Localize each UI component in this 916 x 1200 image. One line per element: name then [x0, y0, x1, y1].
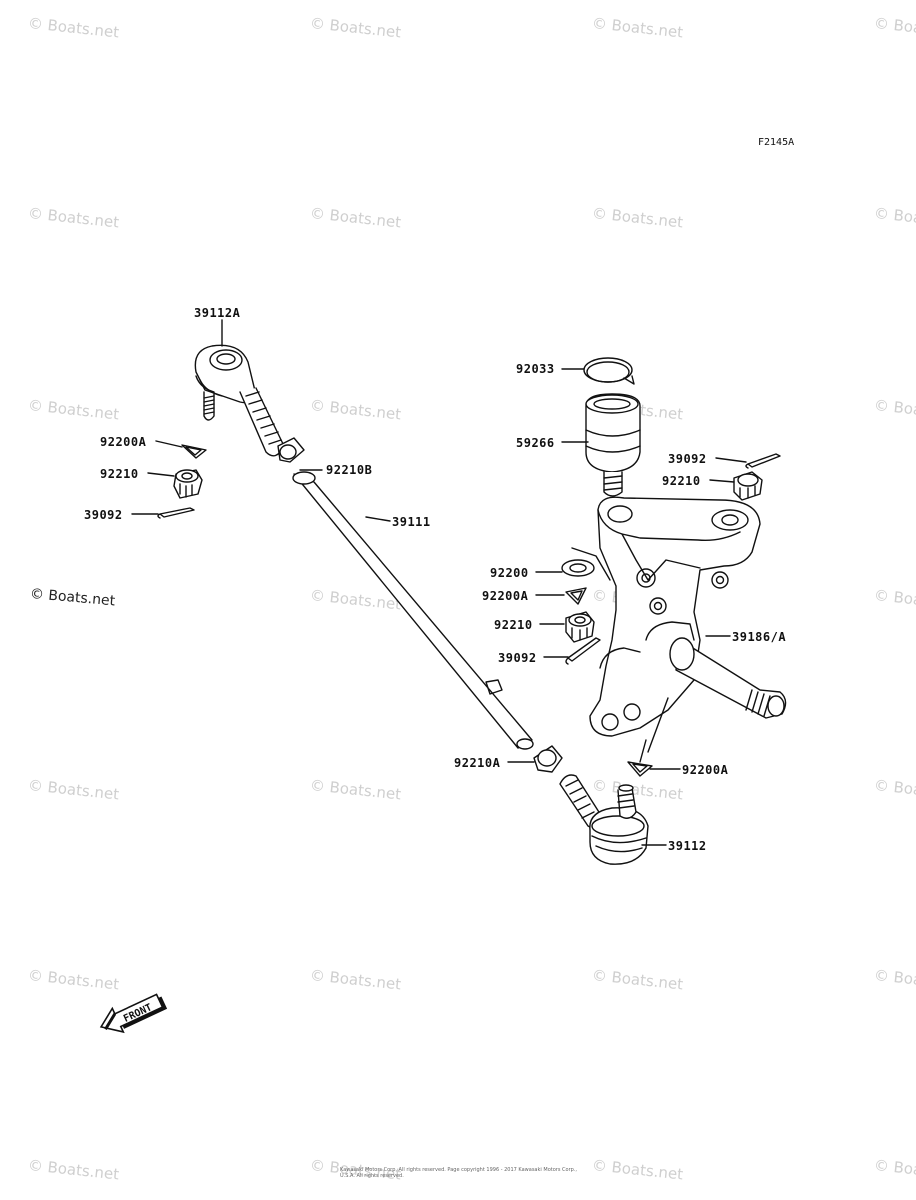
label-92200: 92200 [490, 566, 529, 580]
label-39092-left: 39092 [84, 508, 123, 522]
steering-knuckle-39186a[interactable] [589, 496, 787, 737]
snap-ring-92033[interactable] [583, 357, 635, 385]
label-92210a: 92210A [454, 756, 501, 770]
tie-rod-end-39112[interactable] [559, 774, 649, 865]
cotter-washer-92200a-bottom[interactable] [627, 761, 653, 777]
label-39111: 39111 [392, 515, 431, 529]
label-39112: 39112 [668, 839, 707, 853]
tie-rod-39111[interactable] [292, 471, 534, 750]
nut-92210b[interactable] [277, 437, 305, 463]
nut-92210a[interactable] [533, 745, 563, 773]
cotter-pin-39092-left[interactable] [157, 507, 195, 519]
castle-nut-92210-mid[interactable] [565, 611, 595, 643]
label-59266: 59266 [516, 436, 555, 450]
label-39112a: 39112A [194, 306, 241, 320]
label-92210-mid: 92210 [494, 618, 533, 632]
label-39186a: 39186/A [732, 630, 787, 644]
figure-code: F2145A [758, 137, 795, 148]
tie-rod-end-39112a[interactable] [194, 344, 285, 457]
label-92200a-mid: 92200A [482, 589, 529, 603]
copyright-notice: Kawasaki Motors Corp. All rights reserve… [340, 1167, 577, 1179]
washer-92200[interactable] [561, 559, 595, 577]
castle-nut-92210-left[interactable] [173, 469, 203, 499]
cotter-washer-92200a-mid[interactable] [565, 587, 587, 605]
front-arrow-icon: FRONT [99, 993, 168, 1034]
ball-joint-59266[interactable] [585, 393, 641, 497]
label-92210-right: 92210 [662, 474, 701, 488]
label-92200a-bottom: 92200A [682, 763, 729, 777]
label-92210-left: 92210 [100, 467, 139, 481]
label-92210b: 92210B [326, 463, 373, 477]
label-92200a-left: 92200A [100, 435, 147, 449]
cotter-pin-39092-right[interactable] [745, 453, 781, 469]
label-39092-mid: 39092 [498, 651, 537, 665]
cotter-pin-39092-mid[interactable] [565, 637, 601, 665]
cotter-washer-92200a-left[interactable] [181, 444, 207, 459]
label-39092-right: 39092 [668, 452, 707, 466]
label-92033: 92033 [516, 362, 555, 376]
castle-nut-92210-right[interactable] [733, 471, 763, 501]
